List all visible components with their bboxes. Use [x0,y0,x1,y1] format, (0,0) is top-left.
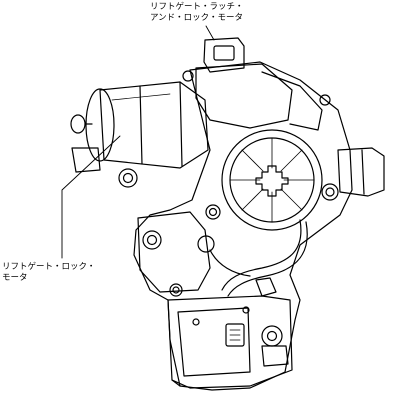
latch-claw [261,345,289,367]
latch-top-bolt [182,70,194,82]
latch-top-housing [195,63,293,129]
gear-spoke [280,149,303,172]
latch-base-plate [167,295,293,389]
gear-spokes [229,137,315,223]
latch-side-plate [261,71,323,131]
latch-rivet [192,318,200,326]
wire-branch [209,249,251,277]
wire-main [221,219,302,291]
wire-grommet [197,235,215,253]
latch-connector-clip [213,45,235,61]
latch-terminal-block [225,323,245,347]
lock-motor-body [99,81,209,169]
wire-main-2 [227,221,308,297]
gear-hub-star [255,165,289,197]
wire-connector [255,277,277,297]
lock-motor-shaft-boss [70,114,86,134]
lock-motor-leader [61,135,121,259]
bolt-left [118,168,138,188]
latch-motor-callout: リフトゲート・ラッチ・ アンド・ロック・モータ [150,2,244,24]
lock-motor-collar [71,147,101,173]
latch-motor [182,37,331,131]
lock-motor-label-line2: モータ [2,273,28,283]
bolt-left-lower [142,230,162,250]
latch-inner-plate [177,307,251,377]
latch-motor-label-line2: アンド・ロック・モータ [150,13,243,23]
bolt-center [205,204,221,220]
bolt-center-inner [208,207,218,217]
gear-spoke [280,188,303,211]
bolt-right-inner [325,187,335,197]
bolt-bottom [169,283,183,297]
lock-motor-label-line1: リフトゲート・ロック・ [2,262,96,272]
right-arm [337,147,385,197]
housing-bracket [118,61,353,391]
gear-outer [221,129,323,231]
latch-rivet [242,306,250,314]
lock-motor-seam-2 [179,81,183,167]
bolt-right [321,183,339,201]
bolt-left-inner [122,172,134,184]
latch-pivot-inner [266,330,278,342]
lock-motor-end-cap [85,88,115,162]
lock-motor-callout: リフトゲート・ロック・ モータ [2,262,95,284]
gear-spoke [241,149,264,172]
latch-motor-leader [205,25,215,41]
gear-spoke [241,188,264,211]
leader-lines [61,25,215,259]
latch-connector [203,37,245,73]
latch-mechanism [167,295,293,389]
gear-wheel [221,129,323,231]
lock-motor-seam [139,85,143,165]
lock-motor-highlight [111,93,171,101]
latch-edge [171,379,181,387]
lock-motor [70,81,209,173]
bolt-left-lower-inner [146,234,158,246]
bracket-flange [137,211,211,293]
main-housing [133,61,353,391]
latch-pivot [261,325,283,347]
latch-side-bolt [319,94,331,106]
bolt-bottom-inner [172,286,180,294]
right-arm-seam [361,149,365,195]
latch-motor-label-line1: リフトゲート・ラッチ・ [150,2,244,12]
right-arm-body [337,147,385,197]
wire-harness [197,219,308,297]
